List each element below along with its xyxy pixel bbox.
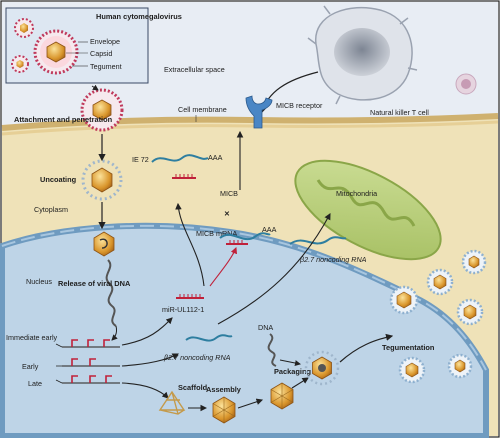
ie72-label: IE 72 <box>132 155 149 164</box>
release-label: Release of viral DNA <box>58 279 131 288</box>
mir-ul112-1-icon <box>176 294 204 299</box>
micb-receptor-icon <box>245 95 273 129</box>
virion-icon <box>461 249 487 275</box>
mir-label: miR-UL112-1 <box>162 305 204 314</box>
inhibition-x: ✕ <box>224 209 230 218</box>
micb-receptor-label: MICB receptor <box>276 101 323 110</box>
filled-capsid-icon <box>304 350 340 386</box>
dna-coil-packaging <box>267 333 277 367</box>
tegumented-virions <box>389 249 487 384</box>
assembly-capsid-icon <box>212 396 236 424</box>
b27-rna-cyto-label: β2.7 noncoding RNA <box>299 255 367 264</box>
scaffold-label: Scaffold <box>178 383 208 392</box>
background-cell-icon <box>455 73 477 95</box>
legend-box <box>5 7 149 84</box>
nk-cell <box>307 5 418 105</box>
ie72-mrna-icon <box>151 154 209 163</box>
virion-icon <box>398 356 426 384</box>
scaffold-icon <box>158 390 186 415</box>
micb-mir-bound <box>226 240 248 245</box>
cell-membrane <box>1 113 499 131</box>
micb-label: MICB <box>220 189 238 198</box>
tegumentation-label: Tegumentation <box>382 343 435 352</box>
legend-title-line: Human cytomegalovirus <box>96 12 182 21</box>
capsid-at-pore-icon <box>93 231 115 257</box>
cell-membrane-label: Cell membrane <box>178 105 227 114</box>
b27-rna-cyto-icon <box>289 236 347 245</box>
virion-icon <box>447 353 473 379</box>
aaa1-label: AAA <box>208 153 223 162</box>
uncoating-label: Uncoating <box>40 175 77 184</box>
attaching-virion-icon <box>80 88 124 132</box>
extracellular-label: Extracellular space <box>164 65 225 74</box>
legend-capsid: Capsid <box>90 49 112 58</box>
immediate-early-label: Immediate early <box>6 333 58 342</box>
cytoplasm-label: Cytoplasm <box>34 205 68 214</box>
legend-envelope: Envelope <box>90 37 120 46</box>
nk-cell-label: Natural killer T cell <box>370 108 429 117</box>
mitochondrion <box>294 159 442 261</box>
early-label: Early <box>22 362 39 371</box>
viral-dna-coil <box>105 259 117 327</box>
micb-mrna-label: MICB mRNA <box>196 229 237 238</box>
uncoating-virion-icon <box>81 159 123 201</box>
late-label: Late <box>28 379 42 388</box>
legend-title: Human cytomegalovirus <box>96 12 182 21</box>
micb-mrna-icon <box>219 232 271 241</box>
nucleus-label: Nucleus <box>26 277 52 286</box>
packaging-capsid-icon <box>270 382 294 410</box>
legend-tegument: Tegument <box>90 62 122 71</box>
aaa2-label: AAA <box>262 225 277 234</box>
dna-label: DNA <box>258 323 273 332</box>
packaging-label: Packaging <box>274 367 311 376</box>
virion-icon <box>456 298 484 326</box>
b27-rna-nuc-label: β2.7 noncoding RNA <box>163 353 231 362</box>
assembly-label: Assembly <box>206 385 242 394</box>
ie72-mir-bound <box>172 174 196 179</box>
mitochondria-label: Mitochondria <box>336 189 377 198</box>
attachment-label: Attachment and penetration <box>14 115 113 124</box>
virion-icon <box>389 285 419 315</box>
virion-icon <box>426 268 454 296</box>
legend-virion-icon <box>33 29 79 75</box>
gene-promoters: Immediate early Early Late <box>6 333 120 388</box>
b27-rna-nuc-icon <box>185 334 233 342</box>
